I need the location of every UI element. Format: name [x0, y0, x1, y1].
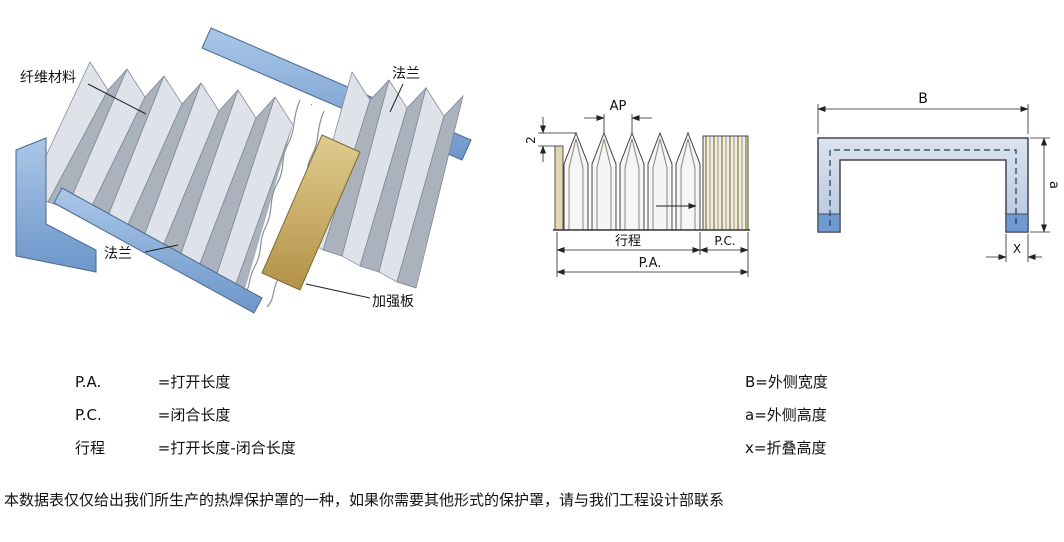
reinforcement-plate: [261, 134, 361, 291]
pleat-outline: [647, 131, 673, 231]
bellows-profile-diagram: 2 AP 行程 P.C.: [524, 99, 750, 277]
legend-text: B=外侧宽度: [745, 373, 828, 391]
dim-ap: AP: [584, 99, 652, 133]
pa-value: P.A.: [639, 256, 662, 271]
flange-bottom-strip: [53, 187, 263, 314]
legend-text: a=外侧高度: [745, 406, 827, 424]
legend-row-a: a=外侧高度: [745, 404, 827, 425]
legend-term: P.C.: [75, 406, 102, 424]
pleat-inner-line: [624, 138, 640, 230]
flange-left-end: [15, 137, 97, 273]
bellows-3d-illustration: 纤维材料 法兰 法兰 加强板: [15, 27, 472, 314]
pleat-outline: [563, 131, 589, 231]
wavy-break-line: [242, 99, 301, 297]
pleat-inner-line: [596, 138, 612, 230]
leader-line: [144, 244, 179, 253]
break-gap: [243, 100, 324, 307]
legend-desc: =打开长度-闭合长度: [157, 439, 296, 457]
u-section-dashed-inner: [829, 149, 1017, 226]
legend-row-stroke: 行程 =打开长度-闭合长度: [75, 437, 296, 458]
footnote: 本数据表仅仅给出我们所生产的热焊保护罩的一种，如果你需要其他形式的保护罩，请与我…: [4, 491, 725, 509]
dim-a: a: [1030, 137, 1061, 233]
reinforcement-plate-label: 加强板: [372, 294, 414, 310]
dim-edge-thickness: 2: [524, 117, 576, 162]
legend-row-b: B=外侧宽度: [745, 371, 828, 392]
flange-bottom-label: 法兰: [104, 246, 132, 262]
closed-section-block: [702, 135, 749, 231]
leader-line: [389, 83, 404, 113]
x-value: X: [1013, 242, 1021, 256]
u-section-foot-left: [817, 213, 841, 233]
dim-pa: P.A.: [556, 256, 749, 275]
ap-value: AP: [610, 99, 627, 114]
dim-pc: P.C.: [699, 232, 749, 277]
a-value: a: [1046, 181, 1061, 189]
legend-row-pa: P.A. =打开长度: [75, 371, 230, 392]
stroke-value: 行程: [615, 234, 641, 249]
dim-x: X: [986, 234, 1042, 262]
pleat-inner-line: [652, 138, 668, 230]
dim-b: B: [817, 91, 1029, 134]
pleat-outline: [675, 131, 701, 231]
fiber-material-label: 纤维材料: [20, 70, 76, 86]
legend-row-pc: P.C. =闭合长度: [75, 404, 230, 425]
profile-pleats: [563, 131, 701, 231]
illustration-callouts: 纤维材料 法兰 法兰 加强板: [20, 66, 420, 310]
legend-desc: =闭合长度: [157, 406, 231, 424]
pc-value: P.C.: [714, 234, 735, 248]
legend-desc: =打开长度: [157, 373, 231, 391]
pleat-outline: [619, 131, 645, 231]
flange-top-label: 法兰: [392, 66, 420, 82]
u-section-foot-right: [1005, 213, 1029, 233]
pleat-inner-line: [568, 138, 584, 230]
pleat-inner-line: [680, 138, 696, 230]
pleat-face: [396, 94, 464, 289]
u-section-diagram: B a X: [817, 91, 1061, 262]
b-value: B: [918, 91, 928, 107]
legend-text: x=折叠高度: [745, 439, 827, 457]
legend-term: P.A.: [75, 373, 102, 391]
pleat-group-right: [304, 71, 464, 289]
leader-line: [87, 83, 147, 115]
edge-thickness-value: 2: [524, 136, 538, 144]
profile-end-strip: [554, 145, 564, 231]
legend-row-x: x=折叠高度: [745, 437, 826, 458]
legend-term: 行程: [75, 439, 106, 457]
u-section-outline: [817, 137, 1029, 233]
dim-stroke: 行程: [556, 232, 701, 277]
leader-line: [305, 283, 371, 299]
pleat-outline: [591, 131, 617, 231]
